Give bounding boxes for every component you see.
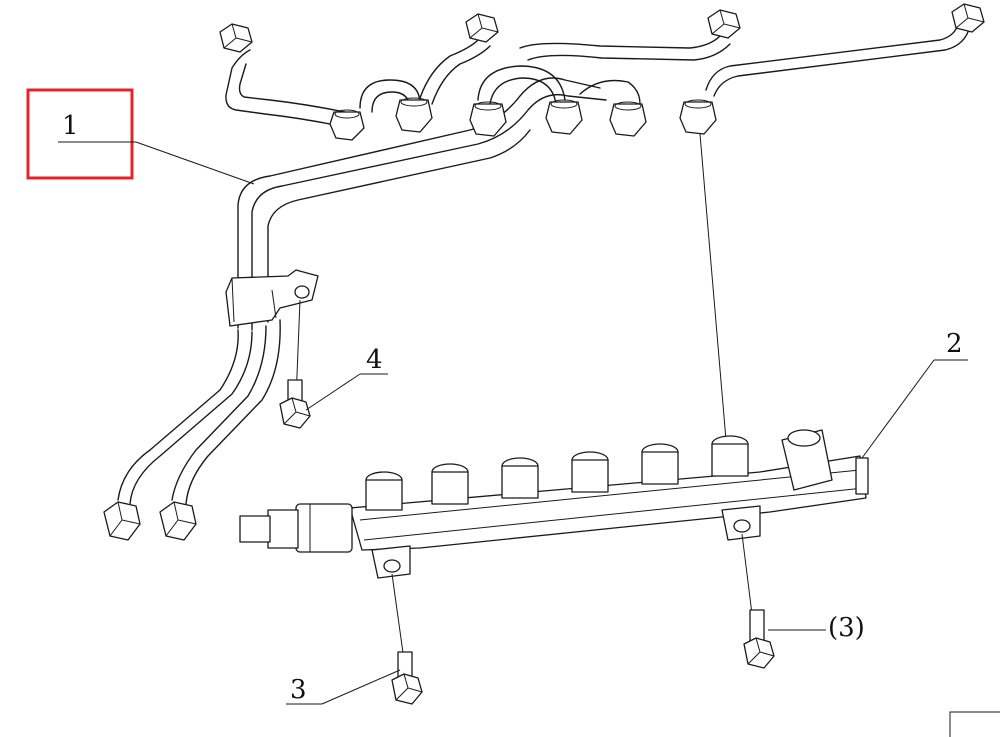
callout-3: 3 [286, 669, 401, 705]
callout-1: 1 [58, 111, 255, 185]
callout-3-ref-label: (3) [828, 613, 865, 643]
callout-4-label: 4 [366, 345, 383, 375]
callout-2: 2 [861, 329, 968, 459]
callout-3-label: 3 [290, 675, 307, 705]
injector-nuts-row [329, 97, 717, 141]
injection-pipe-assembly [103, 3, 985, 541]
rail-mounting-foot-left [371, 545, 411, 579]
common-rail [239, 429, 869, 579]
rail-outlet-bosses [365, 435, 749, 511]
pipe-nut-top-3 [707, 9, 741, 39]
pipe-nut-top-2 [465, 13, 499, 43]
rail-mounting-foot-right [721, 505, 761, 541]
bolt-3-ref [743, 609, 775, 669]
pipe-nut-top-left [219, 23, 253, 53]
callout-1-label: 1 [62, 111, 79, 141]
drawing-frame-corner [949, 711, 1000, 737]
rail-pressure-sensor [239, 503, 353, 553]
bolt-3 [391, 651, 423, 705]
pipe-nut-top-right [951, 3, 985, 33]
bolt-4 [279, 379, 311, 429]
callout-1-highlight-box [26, 88, 134, 180]
rail-inlet-fitting [781, 429, 869, 495]
callout-4: 4 [305, 345, 388, 411]
callout-3-ref: (3) [768, 613, 865, 643]
pipe-clamp-bracket [225, 269, 319, 327]
pipe-nut-bottom-left [103, 501, 141, 541]
callout-2-label: 2 [946, 329, 963, 359]
pipe-nut-bottom-2 [159, 501, 197, 541]
